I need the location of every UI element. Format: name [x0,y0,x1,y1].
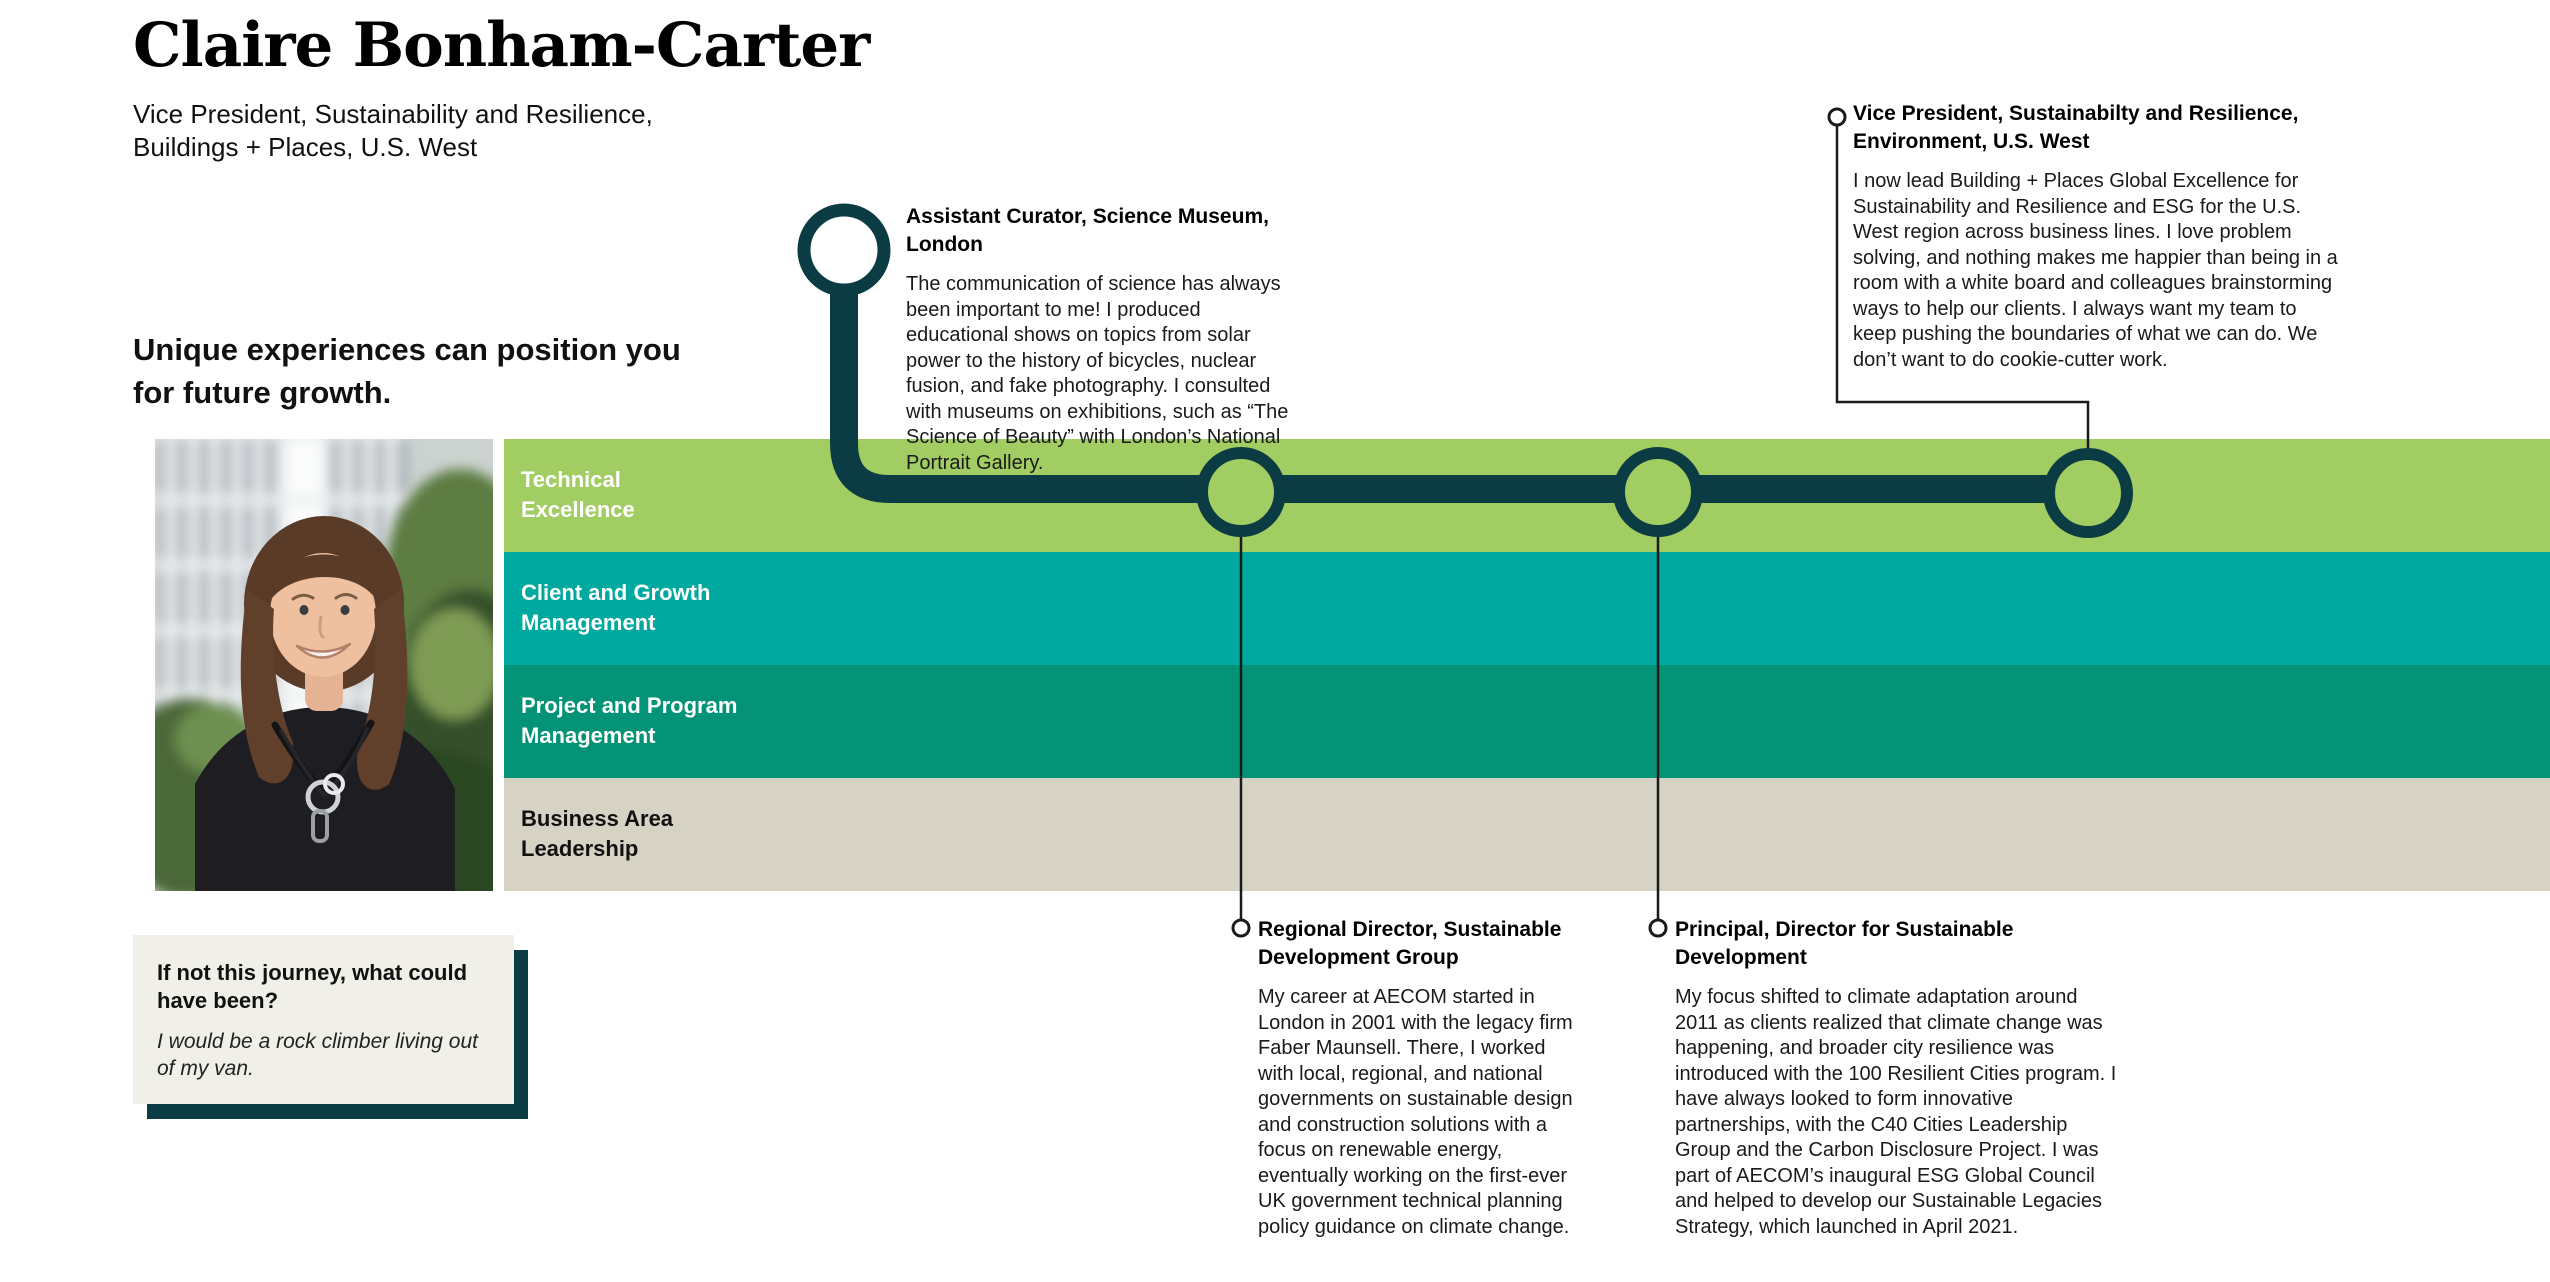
necklace [271,719,375,843]
milestone-principal: Principal, Director for Sustainable Deve… [1675,916,2122,1240]
band-label: Technical Excellence [521,467,635,522]
band-label: Project and Program Management [521,693,738,748]
marker-principal-icon [1648,918,1668,938]
band-business-area-leadership: Business Area Leadership [504,778,2550,891]
page-title: Claire Bonham-Carter [133,10,870,81]
band-label: Business Area Leadership [521,806,674,861]
milestone-description: My career at AECOM started in London in … [1258,986,1573,1238]
milestone-title: Vice President, Sustainabilty and Resili… [1853,102,2299,153]
milestone-description: I now lead Building + Places Global Exce… [1853,170,2338,371]
milestone-title: Regional Director, Sustainable Developme… [1258,918,1562,969]
band-label: Client and Growth Management [521,580,711,635]
headline: Unique experiences can position you for … [133,332,681,410]
milestone-description: The communication of science has always … [906,273,1289,474]
milestone-title: Principal, Director for Sustainable Deve… [1675,918,2014,969]
subtitle-role: Vice President, Sustainability and Resil… [133,99,653,162]
question-box: If not this journey, what could have bee… [133,935,514,1104]
milestone-vice-president: Vice President, Sustainabilty and Resili… [1853,100,2339,373]
person-figure [195,516,455,891]
milestone-title: Assistant Curator, Science Museum, Londo… [906,205,1269,256]
milestone-description: My focus shifted to climate adaptation a… [1675,986,2117,1238]
marker-regional-director-icon [1231,918,1251,938]
timeline-node-start-icon [797,203,891,297]
portrait-illustration [155,439,493,891]
milestone-regional-director: Regional Director, Sustainable Developme… [1258,916,1576,1240]
milestone-assistant-curator: Assistant Curator, Science Museum, Londo… [906,203,1306,476]
band-client-growth-management: Client and Growth Management [504,552,2550,665]
portrait-photo [155,439,493,891]
band-project-program-management: Project and Program Management [504,665,2550,778]
marker-vice-president-icon [1827,107,1847,127]
question-text: If not this journey, what could have bee… [157,960,468,1013]
answer-text: I would be a rock climber living out of … [157,1030,478,1080]
band-technical-excellence: Technical Excellence [504,439,2550,552]
